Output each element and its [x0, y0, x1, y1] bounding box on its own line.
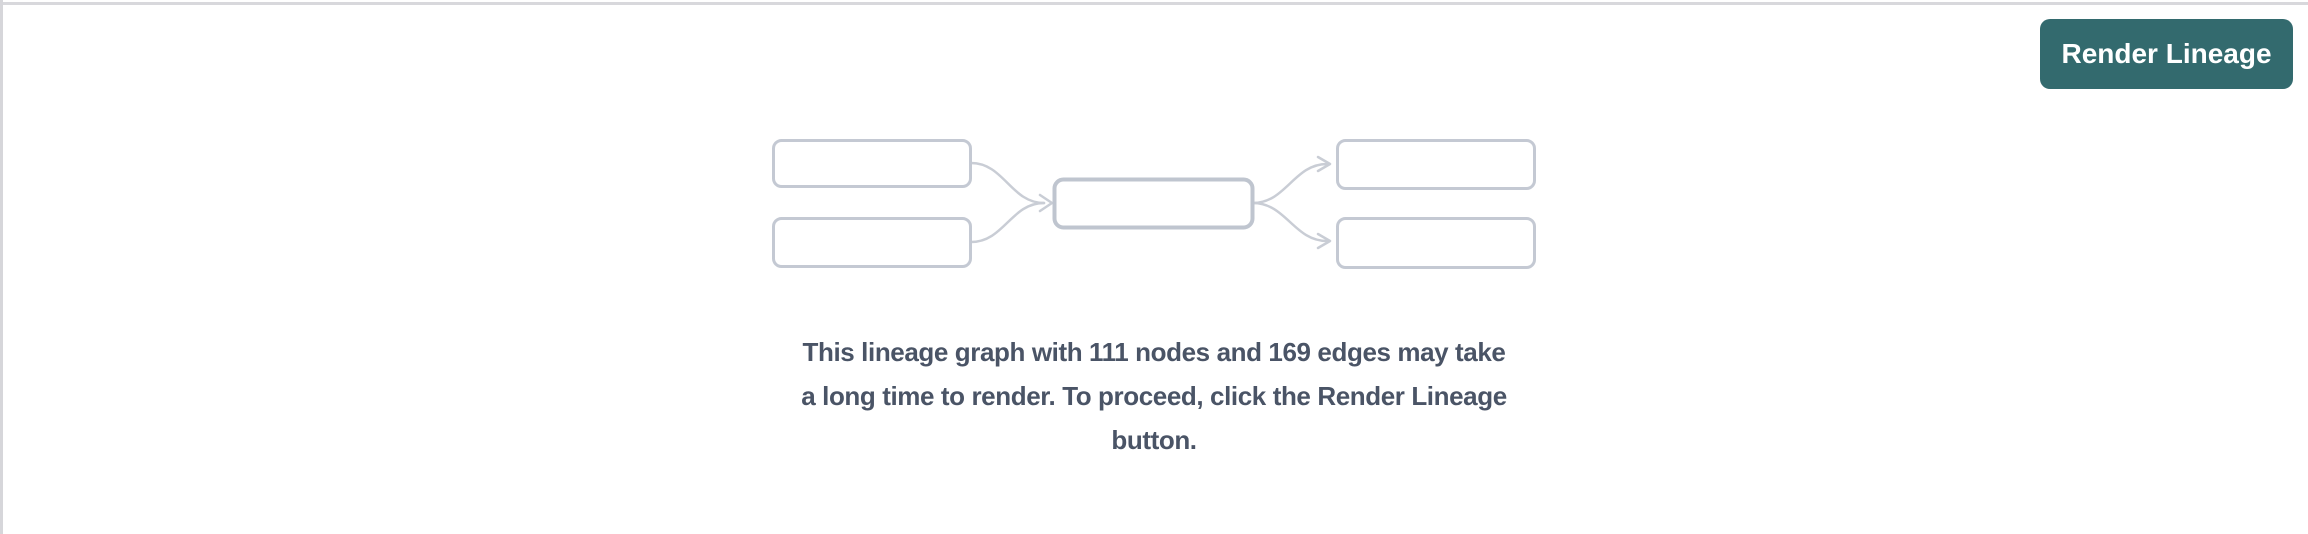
placeholder-edge [969, 201, 1046, 244]
lineage-placeholder-graphic [772, 139, 1536, 269]
message-line-3: button. [1111, 425, 1197, 455]
placeholder-node [772, 217, 972, 268]
arrowhead-icon [1038, 193, 1054, 213]
placeholder-edge [1251, 201, 1329, 243]
arrowhead-icon [1316, 155, 1332, 173]
message-line-1: This lineage graph with 111 nodes and 16… [802, 337, 1506, 367]
top-border-line [0, 2, 2308, 5]
render-lineage-button[interactable]: Render Lineage [2040, 19, 2293, 89]
message-line-2: a long time to render. To proceed, click… [801, 381, 1507, 411]
left-border-line [0, 0, 3, 534]
placeholder-edge [1251, 162, 1329, 205]
placeholder-node-center [1052, 177, 1255, 230]
placeholder-node [1336, 139, 1536, 190]
arrowhead-icon [1316, 232, 1332, 250]
placeholder-edge [969, 161, 1046, 205]
render-warning-message: This lineage graph with 111 nodes and 16… [0, 330, 2308, 462]
placeholder-node [1336, 217, 1536, 269]
placeholder-node [772, 139, 972, 188]
lineage-placeholder-section [764, 128, 1544, 278]
